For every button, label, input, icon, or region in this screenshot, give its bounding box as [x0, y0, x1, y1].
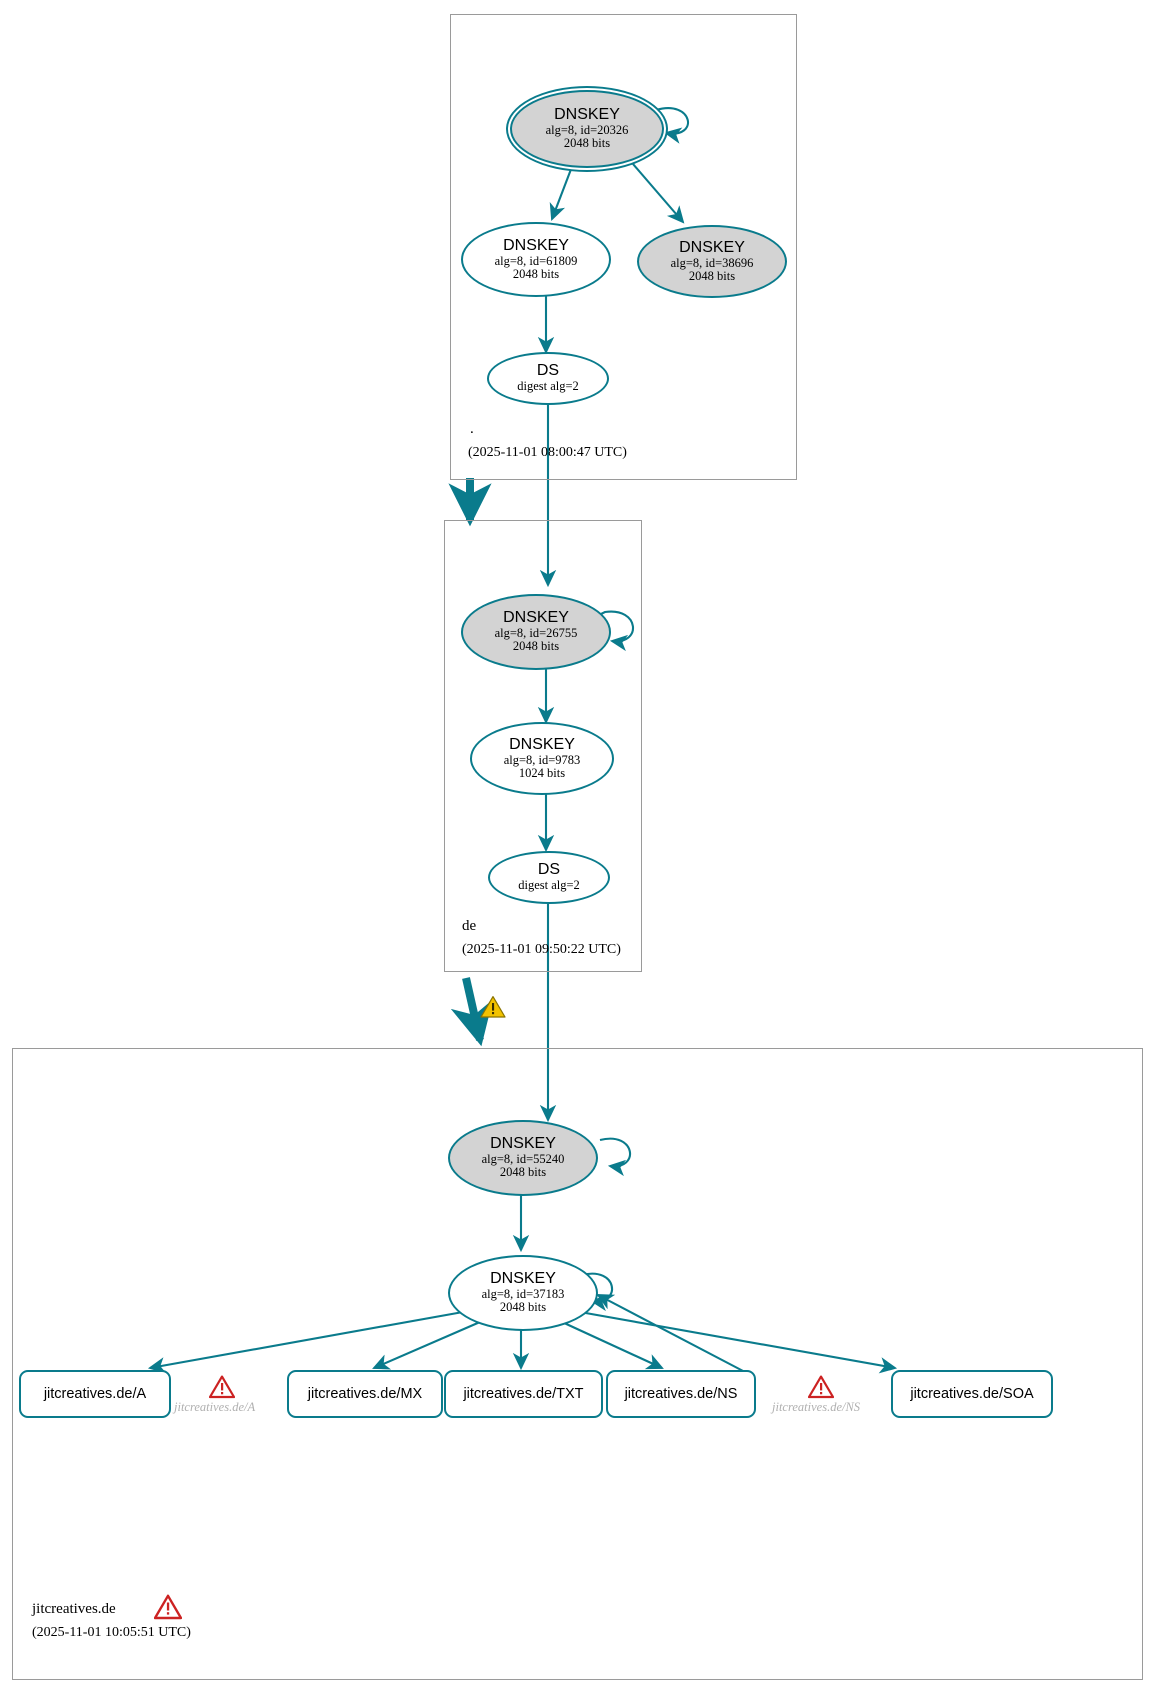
- node-keysize: 2048 bits: [499, 1165, 547, 1180]
- zone-label-jitcreatives: jitcreatives.de: [32, 1601, 116, 1617]
- warning-triangle-icon-de-delegation[interactable]: [480, 995, 506, 1019]
- node-keysize: 2048 bits: [563, 136, 611, 151]
- node-title: DNSKEY: [503, 236, 569, 254]
- node-keysize: 2048 bits: [499, 1300, 547, 1315]
- error-label-ns: jitcreatives.de/NS: [772, 1400, 861, 1414]
- dnskey-node-root-38696[interactable]: DNSKEY alg=8, id=38696 2048 bits: [637, 225, 787, 298]
- rrset-node-ns[interactable]: jitcreatives.de/NS: [606, 1370, 756, 1418]
- rrset-label: jitcreatives.de/SOA: [910, 1386, 1034, 1402]
- ds-node-de[interactable]: DS digest alg=2: [488, 851, 610, 904]
- dnskey-node-jit-37183[interactable]: DNSKEY alg=8, id=37183 2048 bits: [448, 1255, 598, 1331]
- error-triangle-icon-zone-jitcreatives[interactable]: [153, 1594, 183, 1620]
- dnskey-node-root-61809[interactable]: DNSKEY alg=8, id=61809 2048 bits: [461, 222, 611, 297]
- node-alg-id: alg=8, id=38696: [670, 255, 754, 270]
- edge-jit37183-to-a: [147, 1310, 464, 1374]
- zone-timestamp-root: (2025-11-01 08:00:47 UTC): [468, 445, 627, 460]
- node-alg-id: alg=8, id=20326: [545, 123, 629, 138]
- zone-label-de: de: [462, 918, 477, 934]
- node-alg-id: alg=8, id=55240: [481, 1152, 565, 1167]
- ds-node-root[interactable]: DS digest alg=2: [487, 352, 609, 405]
- node-alg-id: alg=8, id=61809: [494, 253, 578, 268]
- node-title: DS: [536, 362, 560, 380]
- edge-root20326-to-61809: [549, 163, 574, 221]
- error-triangle-icon-ns[interactable]: [807, 1375, 835, 1399]
- zone-timestamp-jitcreatives: (2025-11-01 10:05:51 UTC): [32, 1625, 191, 1640]
- node-title: DNSKEY: [679, 238, 745, 256]
- zone-label-root: .: [470, 421, 474, 437]
- edge-selfsign-root-20326: [655, 107, 690, 144]
- dnskey-node-de-26755[interactable]: DNSKEY alg=8, id=26755 2048 bits: [461, 594, 611, 670]
- error-triangle-icon-a[interactable]: [208, 1375, 236, 1399]
- node-title: DNSKEY: [509, 735, 575, 753]
- zone-box-de: [444, 520, 642, 972]
- node-alg-id: alg=8, id=37183: [481, 1287, 565, 1302]
- node-keysize: 2048 bits: [512, 639, 560, 654]
- edge-jit37183-to-ns: [561, 1321, 664, 1370]
- edge-root20326-to-38696: [632, 163, 685, 224]
- zone-box-root: [450, 14, 797, 480]
- node-alg-id: alg=8, id=26755: [494, 626, 578, 641]
- zone-timestamp-de: (2025-11-01 09:50:22 UTC): [462, 942, 621, 957]
- edge-selfsign-de-26755: [600, 610, 635, 652]
- node-digest-alg: digest alg=2: [517, 379, 579, 394]
- node-keysize: 1024 bits: [518, 765, 566, 780]
- node-keysize: 2048 bits: [512, 266, 560, 281]
- node-digest-alg: digest alg=2: [518, 878, 580, 893]
- dnskey-node-root-20326[interactable]: DNSKEY alg=8, id=20326 2048 bits: [510, 90, 664, 168]
- node-title: DNSKEY: [503, 609, 569, 627]
- rrset-label: jitcreatives.de/TXT: [463, 1386, 584, 1402]
- edge-jit37183-to-mx: [372, 1321, 481, 1370]
- rrset-node-a[interactable]: jitcreatives.de/A: [19, 1370, 171, 1418]
- node-keysize: 2048 bits: [688, 268, 736, 283]
- zone-box-jitcreatives: [12, 1048, 1143, 1680]
- rrset-node-txt[interactable]: jitcreatives.de/TXT: [444, 1370, 603, 1418]
- edge-selfsign-jit-55240: [599, 1137, 632, 1177]
- edge-delegation-de-to-jitcreatives: [450, 977, 493, 1047]
- node-title: DS: [537, 861, 561, 879]
- node-title: DNSKEY: [490, 1270, 556, 1288]
- rrset-label: jitcreatives.de/MX: [307, 1386, 423, 1402]
- edge-ns-to-jit37183: [596, 1294, 746, 1373]
- rrset-node-soa[interactable]: jitcreatives.de/SOA: [891, 1370, 1053, 1418]
- rrset-node-mx[interactable]: jitcreatives.de/MX: [287, 1370, 443, 1418]
- dnskey-node-de-9783[interactable]: DNSKEY alg=8, id=9783 1024 bits: [470, 722, 614, 795]
- node-alg-id: alg=8, id=9783: [503, 752, 581, 767]
- node-title: DNSKEY: [490, 1135, 556, 1153]
- edge-jit37183-to-soa: [579, 1310, 898, 1374]
- node-title: DNSKEY: [554, 106, 620, 124]
- error-label-a: jitcreatives.de/A: [174, 1400, 256, 1414]
- rrset-label: jitcreatives.de/NS: [624, 1386, 738, 1402]
- rrset-label: jitcreatives.de/A: [43, 1386, 147, 1402]
- dnskey-node-jit-55240[interactable]: DNSKEY alg=8, id=55240 2048 bits: [448, 1120, 598, 1196]
